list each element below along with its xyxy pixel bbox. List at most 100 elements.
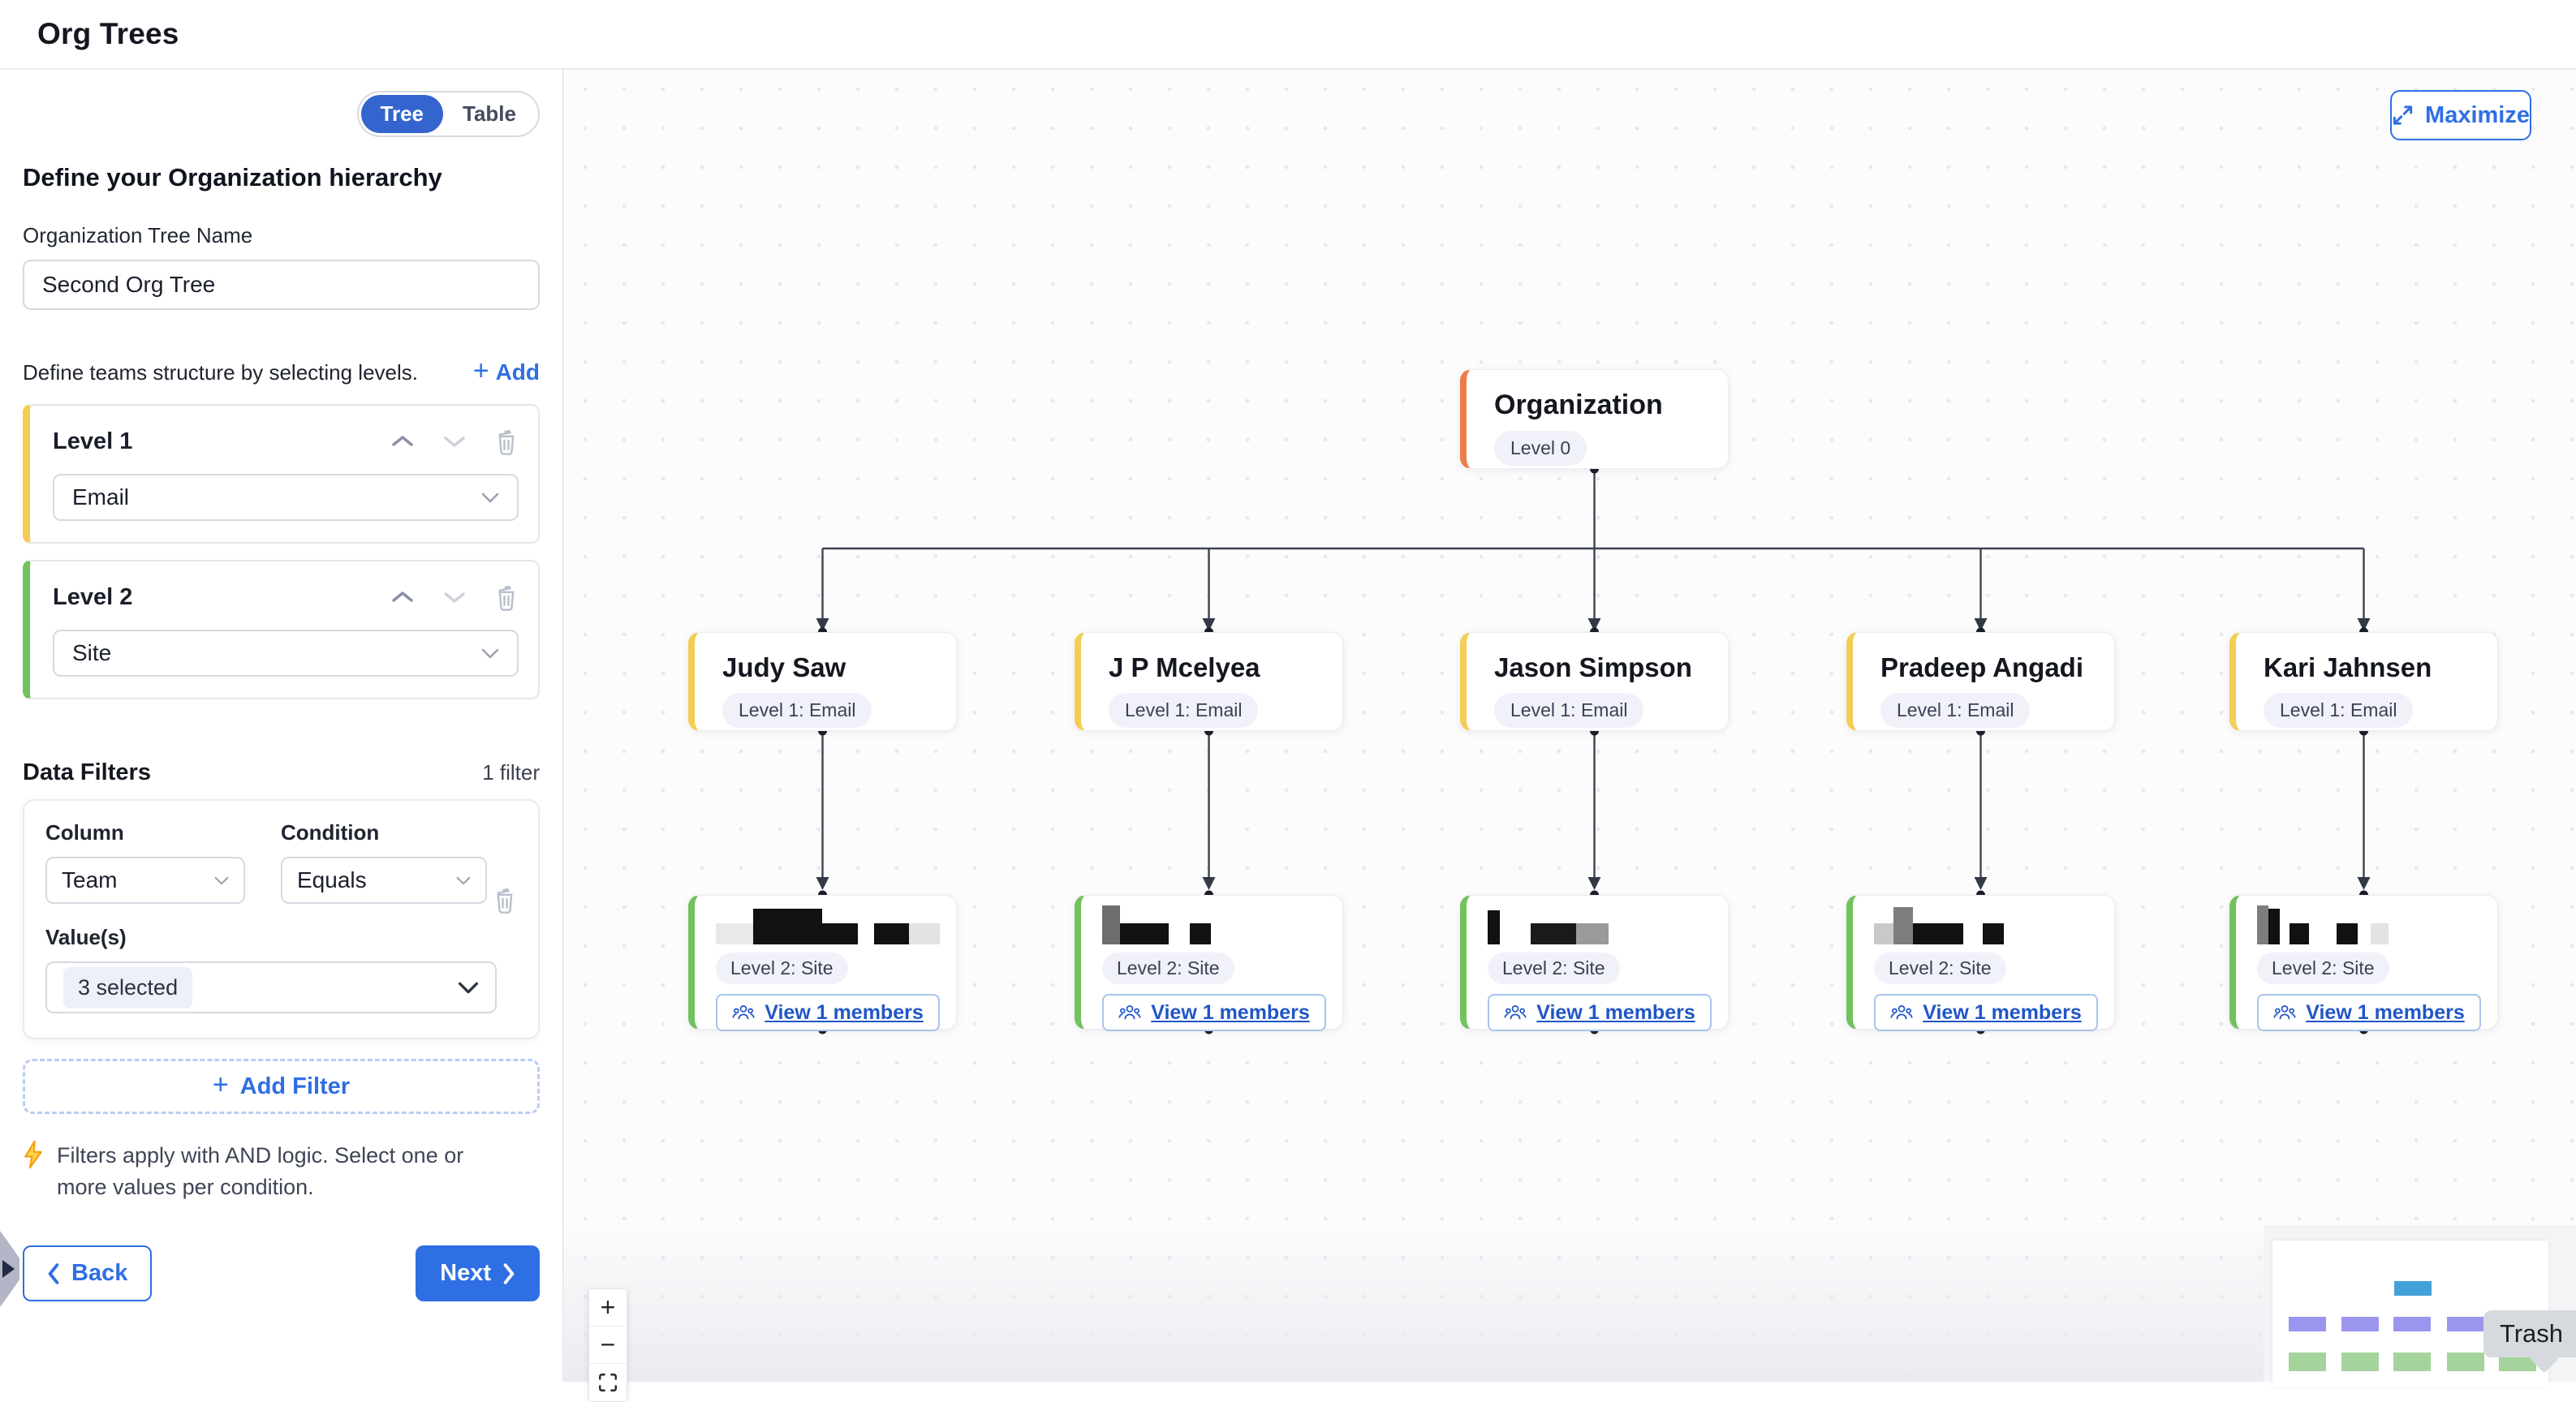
move-up-button[interactable] [390,590,415,604]
people-icon [1890,1004,1913,1020]
condition-select[interactable]: Equals [281,857,487,904]
delete-level-button[interactable] [494,427,519,456]
toggle-table[interactable]: Table [463,101,516,126]
redacted-name [1488,910,1712,944]
level-badge: Level 0 [1494,431,1587,466]
minimap-level1-node [2447,1317,2484,1331]
level-card-1: Level 1 Email [23,404,540,544]
lightning-icon [24,1140,42,1169]
level-badge: Level 2: Site [1488,953,1620,984]
expand-icon [2393,105,2413,125]
filters-note: Filters apply with AND logic. Select one… [57,1143,464,1200]
chevron-right-icon [503,1262,515,1284]
level-2-title: Level 2 [53,583,133,610]
values-select[interactable]: 3 selected [45,961,497,1013]
level-1-select[interactable]: Email [53,474,519,521]
column-label: Column [45,820,124,845]
org-node-level2[interactable]: Level 2: Site View 1 members [1075,895,1343,1031]
plus-icon: + [212,1069,229,1100]
org-node-level1[interactable]: Pradeep Angadi Level 1: Email [1846,632,2115,731]
level-badge: Level 2: Site [716,953,848,984]
sidebar-heading: Define your Organization hierarchy [23,163,442,191]
level-badge: Level 2: Site [1874,953,2006,984]
delete-level-button[interactable] [494,583,519,612]
level-badge: Level 1: Email [2264,693,2414,728]
trash-icon [497,888,513,914]
zoom-in-button[interactable]: + [589,1289,627,1327]
minimap-level2-node [2341,1353,2379,1371]
redacted-name [716,909,941,944]
org-node-level2[interactable]: Level 2: Site View 1 members [1460,895,1729,1031]
select-chevron-icon [481,648,499,658]
level-badge: Level 1: Email [722,693,872,728]
add-filter-button[interactable]: + Add Filter [23,1059,540,1114]
trash-icon [498,429,515,455]
people-icon [732,1004,755,1020]
org-node-level1[interactable]: Kari Jahnsen Level 1: Email [2229,632,2498,731]
people-icon [2273,1004,2296,1020]
zoom-out-button[interactable]: − [589,1327,627,1364]
view-members-button[interactable]: View 1 members [1488,994,1712,1031]
minimap-root-node [2394,1281,2432,1296]
data-filters-heading: Data Filters [23,759,151,785]
level-badge: Level 2: Site [2257,953,2389,984]
page-title: Org Trees [37,17,179,50]
people-icon [1504,1004,1527,1020]
minimap-level1-node [2289,1317,2326,1331]
node-title: Jason Simpson [1494,652,1692,682]
next-button[interactable]: Next [416,1245,540,1302]
org-node-level1[interactable]: Judy Saw Level 1: Email [688,632,957,731]
node-title: Organization [1494,389,1663,420]
chevron-down-icon [444,592,465,603]
redacted-name [1102,905,1326,944]
level-2-select[interactable]: Site [53,630,519,677]
delete-filter-button[interactable] [493,885,517,914]
chevron-up-icon [392,436,413,446]
fit-view-button[interactable] [589,1364,627,1401]
level-badge: Level 1: Email [1109,693,1259,728]
org-node-level2[interactable]: Level 2: Site View 1 members [688,895,957,1031]
select-chevron-icon [214,876,229,884]
minimap-level1-node [2393,1317,2431,1331]
org-node-level1[interactable]: J P Mcelyea Level 1: Email [1075,632,1343,731]
view-members-button[interactable]: View 1 members [2257,994,2481,1031]
view-members-button[interactable]: View 1 members [1874,994,2098,1031]
chevron-left-icon [48,1262,59,1284]
tree-name-input[interactable] [23,260,540,310]
zoom-controls: + − [588,1288,627,1402]
redacted-name [2257,905,2481,944]
minimap[interactable] [2264,1225,2576,1387]
view-members-button[interactable]: View 1 members [716,994,940,1031]
org-node-root[interactable]: Organization Level 0 [1460,369,1729,469]
filter-card: Column Team Condition Equals Valu [23,799,540,1039]
select-chevron-icon [456,876,471,884]
org-tree-canvas[interactable]: Maximize Organization Level 0 Judy Saw L… [566,70,2576,1402]
view-mode-toggle: Tree Table [356,91,540,137]
minimap-level1-node [2341,1317,2379,1331]
org-node-level2[interactable]: Level 2: Site View 1 members [2229,895,2498,1031]
select-chevron-icon [481,492,499,502]
move-down-button[interactable] [442,590,467,604]
add-level-button[interactable]: + Add [472,355,540,386]
back-button[interactable]: Back [23,1245,153,1302]
toggle-tree[interactable]: Tree [360,95,444,133]
selected-values-chip: 3 selected [63,966,193,1008]
app-header: Org Trees [0,0,2576,70]
maximize-button[interactable]: Maximize [2390,90,2531,140]
level-1-title: Level 1 [53,428,133,454]
filter-count: 1 filter [482,760,540,785]
plus-icon: + [472,355,489,386]
chevron-down-icon [444,437,465,447]
move-up-button[interactable] [390,434,415,449]
minimap-level2-node [2289,1353,2326,1371]
arrow-right-icon [2,1260,15,1278]
levels-caption: Define teams structure by selecting leve… [23,359,418,385]
org-node-level2[interactable]: Level 2: Site View 1 members [1846,895,2115,1031]
tree-name-label: Organization Tree Name [23,223,253,247]
org-node-level1[interactable]: Jason Simpson Level 1: Email [1460,632,1729,731]
view-members-button[interactable]: View 1 members [1102,994,1326,1031]
column-select[interactable]: Team [45,857,245,904]
trash-tooltip: Trash [2483,1310,2576,1374]
move-down-button[interactable] [442,434,467,449]
chevron-up-icon [392,591,413,602]
